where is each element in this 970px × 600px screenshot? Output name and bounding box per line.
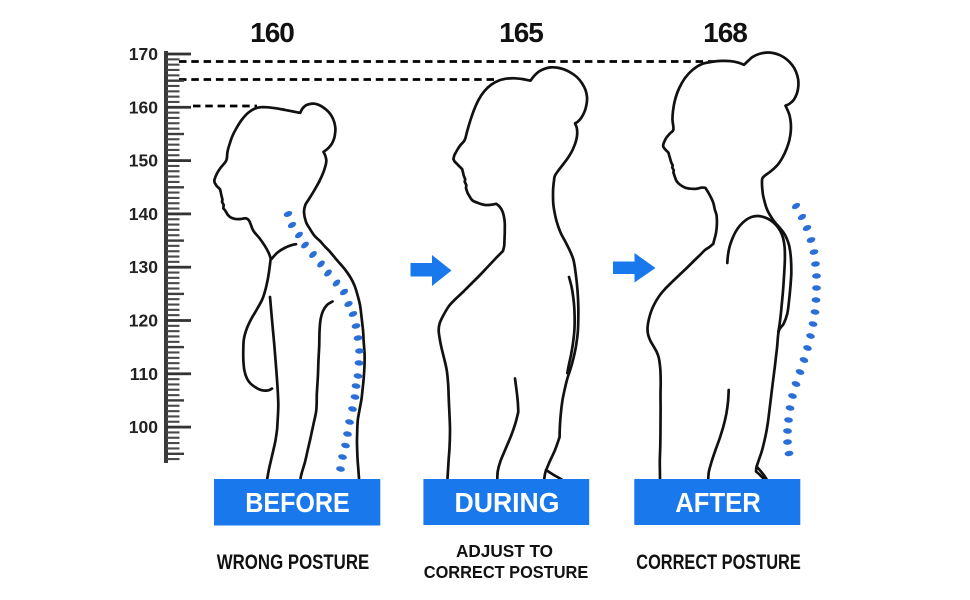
svg-text:CORRECT POSTURE: CORRECT POSTURE	[636, 551, 801, 574]
svg-text:160: 160	[129, 97, 158, 117]
svg-text:168: 168	[703, 17, 747, 48]
svg-text:150: 150	[129, 151, 158, 171]
svg-text:AFTER: AFTER	[675, 487, 761, 518]
svg-text:BEFORE: BEFORE	[245, 487, 350, 518]
svg-text:140: 140	[129, 204, 158, 224]
svg-text:170: 170	[129, 44, 158, 64]
svg-text:130: 130	[129, 257, 158, 277]
svg-text:165: 165	[499, 17, 543, 48]
svg-text:100: 100	[129, 417, 158, 437]
svg-text:WRONG POSTURE: WRONG POSTURE	[217, 551, 370, 574]
svg-text:DURING: DURING	[455, 487, 560, 518]
svg-text:CORRECT POSTURE: CORRECT POSTURE	[424, 562, 589, 582]
svg-text:120: 120	[129, 311, 158, 331]
svg-text:ADJUST TO: ADJUST TO	[456, 541, 553, 561]
svg-text:110: 110	[130, 364, 158, 384]
svg-text:160: 160	[250, 17, 294, 48]
